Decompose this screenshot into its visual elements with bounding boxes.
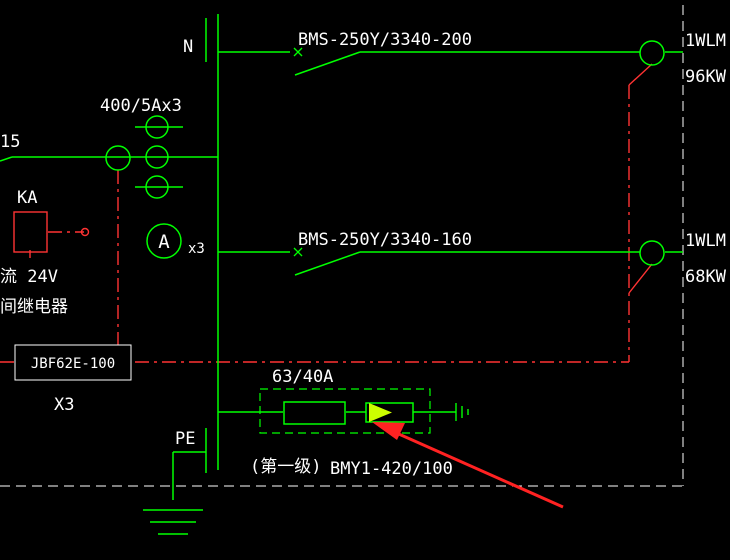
spd-stage: (第一级) [250, 457, 321, 477]
ammeter-letter: A [158, 231, 170, 253]
relay-coil-box [13, 211, 48, 253]
outgoing-terminal-1 [639, 40, 665, 66]
relay-terminal [80, 227, 90, 237]
ammeter-symbol [146, 223, 182, 259]
n-bus-label: N [183, 37, 193, 57]
breaker2-label: BMS-250Y/3340-160 [298, 230, 472, 250]
pe-bus-label: PE [175, 429, 195, 449]
incoming-label: 15 [0, 132, 20, 152]
spd-fuse [283, 401, 346, 425]
jbf-box [14, 344, 132, 381]
cabinet-frame [0, 5, 684, 487]
jbf-count: X3 [54, 395, 74, 415]
ground-icon [455, 403, 469, 421]
play-triangle-icon [369, 403, 392, 422]
outgoing-terminal-2 [639, 240, 665, 266]
ct-spec-label: 400/5Ax3 [100, 96, 182, 116]
relay-voltage: 流 24V [0, 267, 58, 287]
spd-model: BMY1-420/100 [330, 459, 453, 479]
busbars [0, 14, 683, 535]
out1-power: 96KW [685, 67, 727, 87]
control-wiring [0, 85, 630, 363]
relay-type: 间继电器 [0, 297, 68, 317]
relay-name: KA [17, 188, 37, 208]
out2-name: 1WLM [685, 231, 726, 251]
out2-power: 68KW [685, 267, 727, 287]
breaker1-label: BMS-250Y/3340-200 [298, 30, 472, 50]
breaker-x-marks [293, 47, 303, 257]
arrow-icon [372, 422, 564, 509]
spd-enclosure [259, 388, 431, 434]
jbf-box-label: JBF62E-100 [31, 356, 115, 372]
out1-name: 1WLM [685, 31, 726, 51]
ammeter-count: x3 [188, 241, 205, 257]
spd-rating: 63/40A [272, 367, 333, 387]
spd-body [365, 402, 414, 423]
current-transformers [105, 115, 169, 199]
